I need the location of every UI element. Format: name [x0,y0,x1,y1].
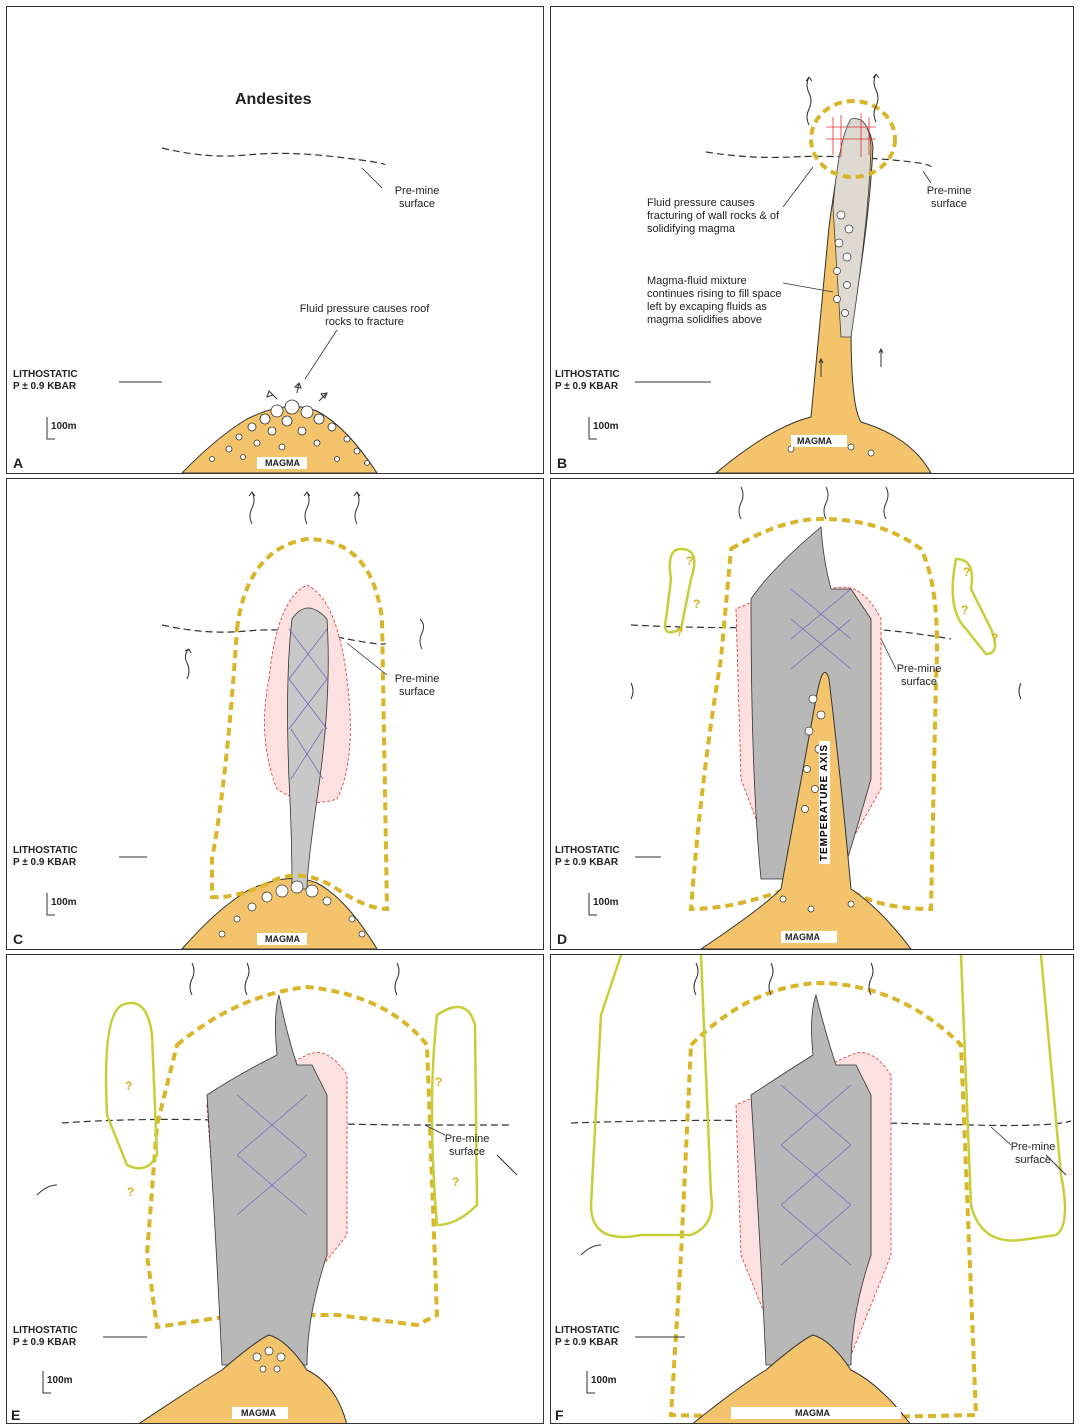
panel-a: Andesites Pre-mine surface Fluid pressur… [6,6,544,474]
fracture-arrows [267,383,327,401]
lithostatic-line2: P ± 0.9 KBAR [555,1337,620,1349]
question-mark: ? [676,625,683,639]
scale-bar-label: 100m [51,897,77,908]
panel-letter: C [13,931,23,947]
panel-b: Pre-mine surface Fluid pressure causes f… [550,6,1074,474]
panel-e-diagram [7,955,544,1424]
surface-label: Pre-mine surface [437,1133,497,1159]
breccia-grey [207,995,327,1365]
lithostatic-line2: P ± 0.9 KBAR [13,857,78,869]
lithostatic-line1: LITHOSTATIC [555,369,620,381]
panel-letter: B [557,455,567,471]
question-mark: ? [452,1175,459,1189]
panel-d: ? ? ? ? ? ? Pre-mine surface TEMPERATURE… [550,478,1074,950]
scale-bar-label: 100m [47,1375,73,1386]
surface-label: Pre-mine surface [1003,1141,1063,1167]
panel-a-diagram [7,7,544,474]
question-mark: ? [963,565,970,579]
panel-f-diagram [551,955,1074,1424]
temperature-axis-label: TEMPERATURE AXIS [819,741,830,864]
lithostatic-line1: LITHOSTATIC [13,845,78,857]
magma-label: MAGMA [261,934,304,944]
question-mark: ? [686,554,693,568]
outer-halo-right [961,955,1065,1241]
surface-label: Pre-mine surface [889,663,949,689]
surface-label: Pre-mine surface [919,185,979,211]
outer-halo-left [591,955,712,1237]
panel-letter: D [557,931,567,947]
scale-bar-label: 100m [591,1375,617,1386]
pre-mine-surface-line [162,625,385,644]
magma-label: MAGMA [261,458,304,468]
lithostatic-line1: LITHOSTATIC [13,1325,78,1337]
scale-bar-label: 100m [593,897,619,908]
surface-label: Pre-mine surface [387,673,447,699]
question-mark: ? [961,603,968,617]
magma-label: MAGMA [781,932,824,942]
fracture-note: Fluid pressure causes fracturing of wall… [647,197,797,236]
scale-bar-label: 100m [593,421,619,432]
magma-label: MAGMA [793,436,836,446]
question-mark: ? [693,597,700,611]
andesites-label: Andesites [235,91,311,109]
panel-d-diagram [551,479,1074,950]
question-mark: ? [991,631,998,645]
mixture-note: Magma-fluid mixture continues rising to … [647,275,782,327]
panel-letter: F [555,1407,564,1423]
panel-letter: A [13,455,23,471]
pre-mine-surface-line [162,148,385,165]
surface-label: Pre-mine surface [387,185,447,211]
pre-mine-surface-line [706,152,931,167]
question-mark: ? [127,1185,134,1199]
panel-b-diagram [551,7,1074,474]
outer-halo-right [432,1007,477,1225]
breccia-pipe [288,608,329,889]
fracture-note: Fluid pressure causes roof rocks to frac… [297,303,432,329]
magma-label: MAGMA [791,1408,834,1418]
panel-letter: E [11,1407,20,1423]
panel-e: ? ? ? ? Pre-mine surface LITHOSTATICP ± … [6,954,544,1424]
outer-halo-right [953,559,995,654]
scale-bar-label: 100m [51,421,77,432]
lithostatic-line1: LITHOSTATIC [13,369,78,381]
question-mark: ? [435,1075,442,1089]
lithostatic-line2: P ± 0.9 KBAR [13,1337,78,1349]
breccia-grey [751,995,871,1365]
lithostatic-line1: LITHOSTATIC [555,1325,620,1337]
question-mark: ? [125,1079,132,1093]
lithostatic-line2: P ± 0.9 KBAR [555,857,620,869]
lithostatic-line1: LITHOSTATIC [555,845,620,857]
magma-label: MAGMA [237,1408,280,1418]
lithostatic-line2: P ± 0.9 KBAR [13,381,78,393]
panel-c-diagram [7,479,544,950]
lithostatic-line2: P ± 0.9 KBAR [555,381,620,393]
